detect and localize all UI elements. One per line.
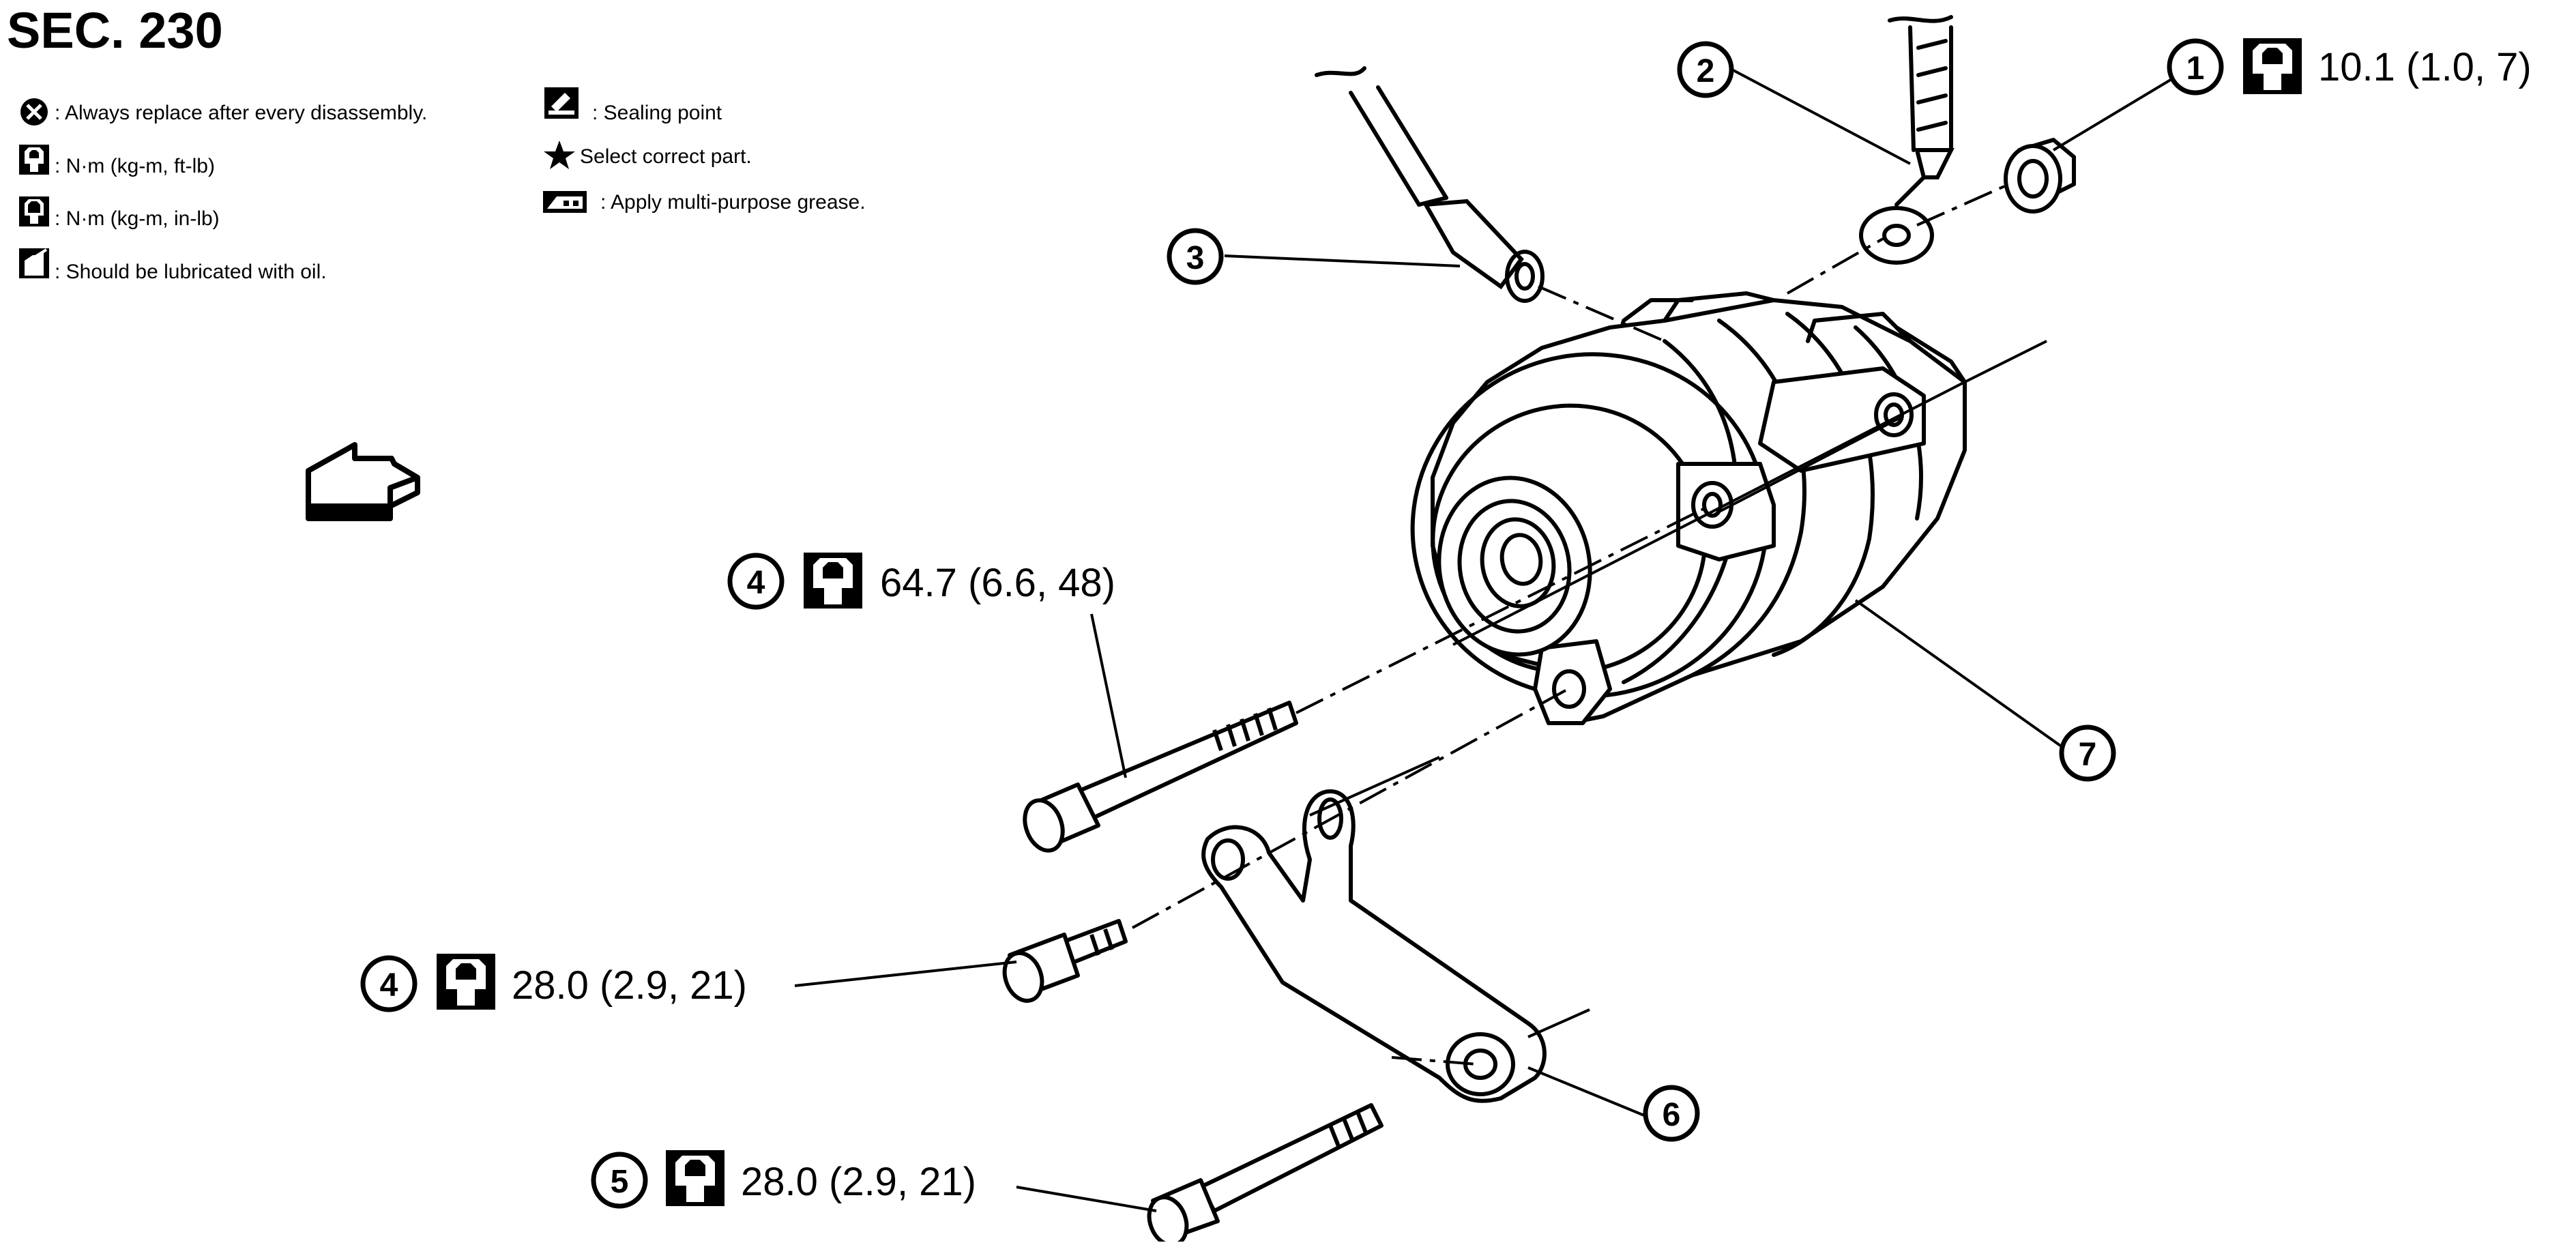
torque-value: 64.7 (6.6, 48): [880, 561, 1115, 605]
harness-cable-2: [1859, 15, 1955, 265]
torque-wrench-icon: [2243, 38, 2302, 94]
callout-1: 1 10.1 (1.0, 7): [2167, 38, 2532, 96]
torque-wrench-icon: [804, 553, 862, 609]
grease-icon: [543, 191, 587, 213]
callout-number: 3: [1186, 240, 1205, 276]
callout-6: 6: [1643, 1085, 1700, 1142]
callout-number: 4: [380, 967, 398, 1004]
callout-5: 5 28.0 (2.9, 21): [591, 1150, 976, 1209]
adjusting-bracket-6: [1201, 789, 1547, 1103]
leader-lines: [794, 67, 2174, 1212]
torque-value: 28.0 (2.9, 21): [512, 963, 747, 1008]
alignment-lines: [1132, 183, 2010, 1066]
legend-item: : N·m (kg-m, ft-lb): [55, 155, 215, 177]
sealing-icon: [544, 87, 579, 119]
axis-lines: [1309, 340, 2047, 1038]
replace-circle-x-icon: [20, 98, 48, 126]
torque-wrench-dark-icon: [19, 196, 49, 226]
star-icon: [544, 141, 575, 169]
torque-wrench-icon: [437, 954, 495, 1010]
bolt-4-short: [1002, 919, 1128, 1003]
terminal-nut-1: [2004, 138, 2076, 214]
callout-number: 6: [1663, 1097, 1681, 1133]
legend-item: : Sealing point: [592, 102, 722, 124]
legend-item: : N·m (kg-m, in-lb): [55, 207, 220, 230]
callout-number: 2: [1697, 53, 1715, 89]
callout-2: 2: [1677, 41, 1734, 98]
callout-number: 5: [611, 1164, 629, 1200]
torque-value: 28.0 (2.9, 21): [741, 1160, 976, 1204]
oil-can-icon: [19, 248, 49, 278]
torque-wrench-icon: [19, 145, 49, 175]
front-direction-arrow-icon: [306, 442, 420, 521]
callout-4-upper: 4 64.7 (6.6, 48): [727, 553, 1115, 610]
torque-value: 10.1 (1.0, 7): [2318, 45, 2532, 89]
legend-item: : Always replace after every disassembly…: [55, 102, 427, 124]
legend-right: : Sealing point Select correct part. : A…: [543, 87, 866, 214]
callout-3: 3: [1167, 228, 1224, 285]
callout-4-lower: 4 28.0 (2.9, 21): [360, 954, 747, 1012]
alternator-illustration: [1410, 291, 1967, 725]
bolt-5: [1147, 1103, 1384, 1245]
section-title: SEC. 230: [7, 2, 223, 59]
bolt-4-long: [1023, 701, 1298, 853]
legend-left: : Always replace after every disassembly…: [19, 98, 427, 283]
legend-item: : Should be lubricated with oil.: [55, 261, 327, 283]
callout-number: 4: [747, 565, 765, 601]
legend-item: : Apply multi-purpose grease.: [600, 191, 866, 214]
torque-wrench-icon: [666, 1150, 724, 1206]
callout-7: 7: [2059, 724, 2116, 782]
legend-item: Select correct part.: [580, 145, 752, 168]
callout-number: 1: [2186, 50, 2205, 87]
callout-number: 7: [2079, 737, 2097, 773]
harness-cable-3: [1315, 66, 1545, 303]
